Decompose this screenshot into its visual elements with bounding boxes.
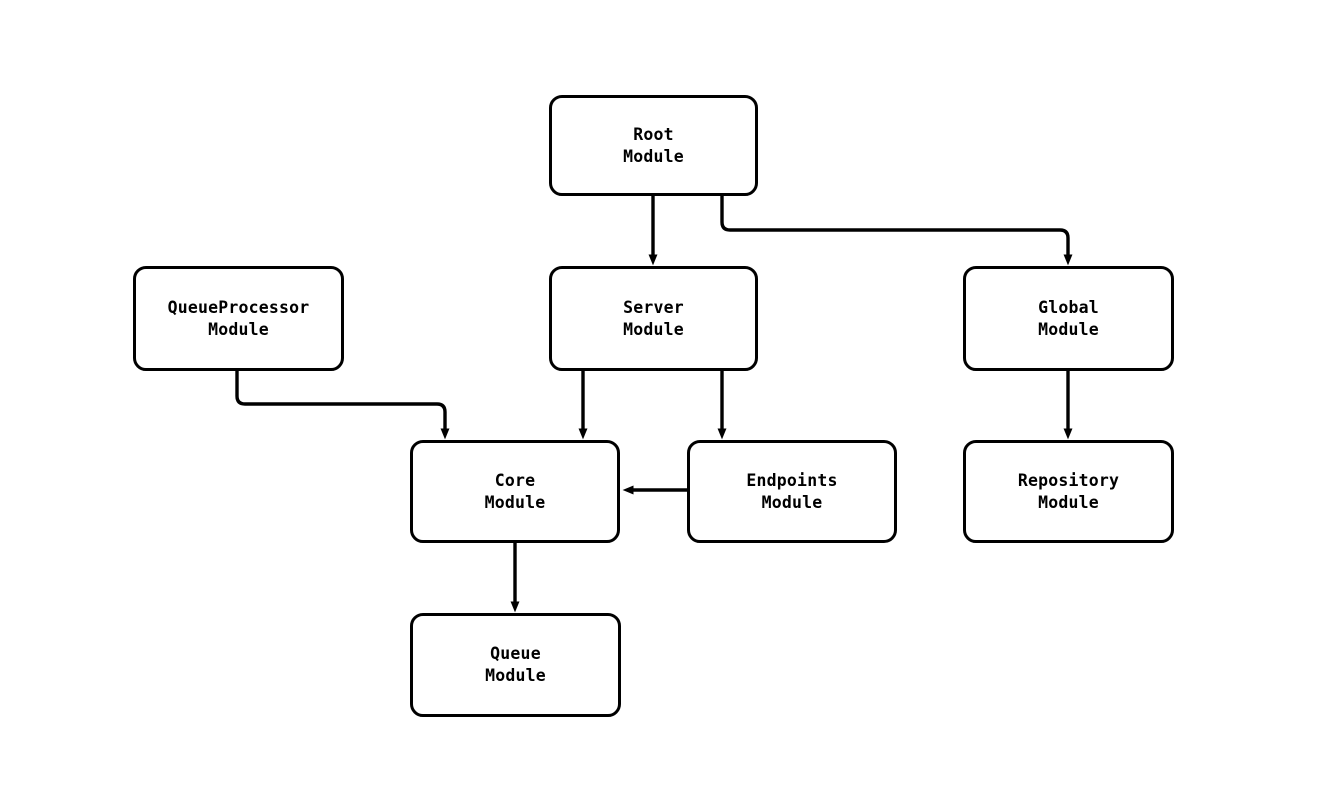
node-root[interactable]: Root Module — [549, 95, 758, 196]
node-repository[interactable]: Repository Module — [963, 440, 1174, 543]
node-label-repository: Repository Module — [1017, 470, 1120, 512]
node-endpoints[interactable]: Endpoints Module — [687, 440, 897, 543]
node-label-core: Core Module — [484, 470, 546, 512]
node-label-root: Root Module — [623, 124, 684, 166]
node-label-queueprocessor: QueueProcessor Module — [167, 297, 310, 339]
node-core[interactable]: Core Module — [410, 440, 620, 543]
node-label-queue: Queue Module — [485, 644, 546, 685]
node-global[interactable]: Global Module — [963, 266, 1174, 371]
node-queue[interactable]: Queue Module — [410, 613, 621, 717]
edge-root-global — [720, 196, 1073, 266]
node-queueprocessor[interactable]: QueueProcessor Module — [133, 266, 344, 371]
edge-queueprocessor-core — [235, 371, 450, 440]
node-server[interactable]: Server Module — [549, 266, 758, 371]
node-label-global: Global Module — [1038, 297, 1099, 339]
node-label-server: Server Module — [623, 297, 684, 339]
node-label-endpoints: Endpoints Module — [746, 470, 838, 512]
